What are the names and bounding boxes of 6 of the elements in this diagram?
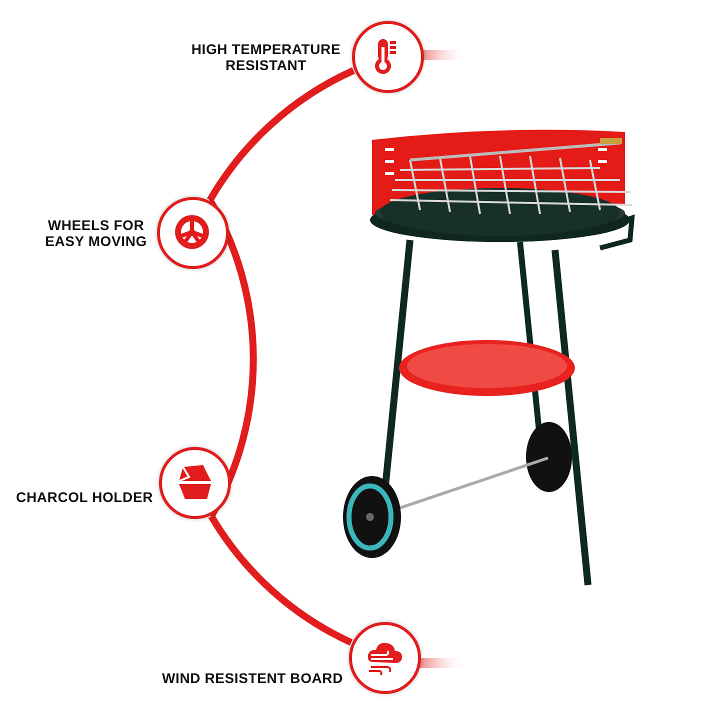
feature-label: CHARCOL HOLDER	[16, 489, 153, 505]
arc-line	[208, 514, 353, 646]
feature-label: HIGH TEMPERATURE RESISTANT	[190, 41, 342, 73]
arc-line	[207, 67, 356, 202]
feature-label: WIND RESISTENT BOARD	[162, 670, 343, 686]
feature-label: WHEELS FOR EASY MOVING	[44, 217, 148, 249]
